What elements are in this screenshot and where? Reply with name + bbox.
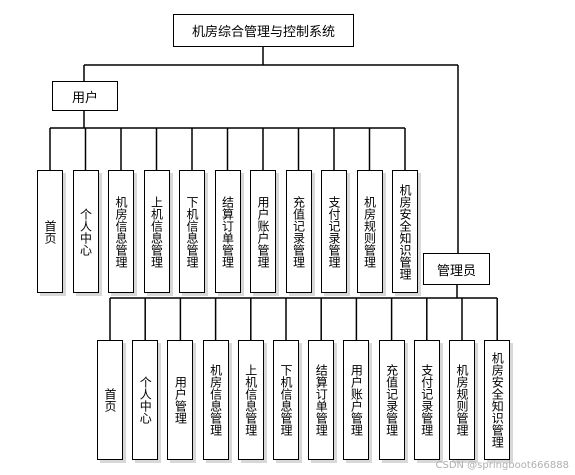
user-function-node: 首页 bbox=[37, 170, 63, 293]
admin-function-label: 首页 bbox=[103, 388, 117, 412]
user-function-node: 用户账户管理 bbox=[250, 170, 276, 293]
user-function-label: 上机信息管理 bbox=[149, 195, 164, 268]
root-node: 机房综合管理与控制系统 bbox=[173, 14, 354, 47]
user-role-label: 用户 bbox=[71, 90, 98, 106]
user-function-node: 支付记录管理 bbox=[321, 170, 347, 293]
admin-function-label: 结算订单管理 bbox=[314, 364, 329, 436]
watermark: CSDN @springboot666888 bbox=[435, 460, 569, 471]
user-function-label: 用户账户管理 bbox=[256, 195, 270, 268]
user-function-node: 上机信息管理 bbox=[143, 170, 170, 293]
root-label: 机房综合管理与控制系统 bbox=[191, 25, 335, 40]
admin-function-node: 用户账户管理 bbox=[343, 340, 370, 460]
user-function-label: 机房信息管理 bbox=[114, 195, 128, 268]
user-function-label: 机房规则管理 bbox=[362, 195, 377, 268]
admin-function-label: 用户账户管理 bbox=[349, 364, 364, 436]
admin-function-label: 机房信息管理 bbox=[208, 364, 223, 436]
user-function-node: 下机信息管理 bbox=[179, 170, 205, 293]
admin-function-node: 机房信息管理 bbox=[202, 340, 229, 460]
user-function-node: 结算订单管理 bbox=[214, 170, 241, 293]
admin-function-label: 充值记录管理 bbox=[384, 364, 399, 436]
user-function-label: 机房安全知识管理 bbox=[398, 183, 412, 280]
user-function-label: 结算订单管理 bbox=[220, 195, 235, 268]
user-function-node: 机房信息管理 bbox=[108, 170, 134, 293]
admin-function-label: 上机信息管理 bbox=[243, 364, 258, 436]
user-function-label: 支付记录管理 bbox=[327, 195, 341, 268]
admin-role-label: 管理员 bbox=[436, 263, 476, 279]
user-function-node: 个人中心 bbox=[72, 170, 99, 293]
admin-function-label: 机房规则管理 bbox=[455, 364, 469, 436]
admin-function-node: 机房安全知识管理 bbox=[484, 340, 511, 460]
user-function-label: 首页 bbox=[43, 219, 57, 244]
admin-function-node: 下机信息管理 bbox=[273, 340, 299, 460]
user-role-node: 用户 bbox=[52, 81, 118, 111]
admin-function-node: 用户管理 bbox=[167, 340, 194, 460]
admin-function-node: 首页 bbox=[97, 340, 123, 460]
user-function-label: 充值记录管理 bbox=[291, 195, 306, 268]
user-function-node: 充值记录管理 bbox=[285, 170, 312, 293]
admin-function-node: 上机信息管理 bbox=[237, 340, 264, 460]
user-function-node: 机房规则管理 bbox=[356, 170, 383, 293]
user-function-label: 下机信息管理 bbox=[185, 195, 199, 268]
user-function-label: 个人中心 bbox=[78, 207, 93, 256]
admin-function-node: 充值记录管理 bbox=[378, 340, 405, 460]
admin-function-node: 机房规则管理 bbox=[449, 340, 475, 460]
admin-function-label: 支付记录管理 bbox=[419, 364, 434, 436]
admin-function-node: 结算订单管理 bbox=[308, 340, 335, 460]
user-function-node: 机房安全知识管理 bbox=[392, 170, 418, 293]
admin-function-label: 下机信息管理 bbox=[279, 364, 293, 436]
admin-function-node: 支付记录管理 bbox=[413, 340, 440, 460]
admin-function-label: 用户管理 bbox=[173, 376, 188, 424]
admin-role-node: 管理员 bbox=[423, 253, 490, 285]
admin-function-node: 个人中心 bbox=[132, 340, 159, 460]
admin-function-label: 个人中心 bbox=[138, 376, 153, 424]
admin-function-label: 机房安全知识管理 bbox=[490, 352, 505, 448]
